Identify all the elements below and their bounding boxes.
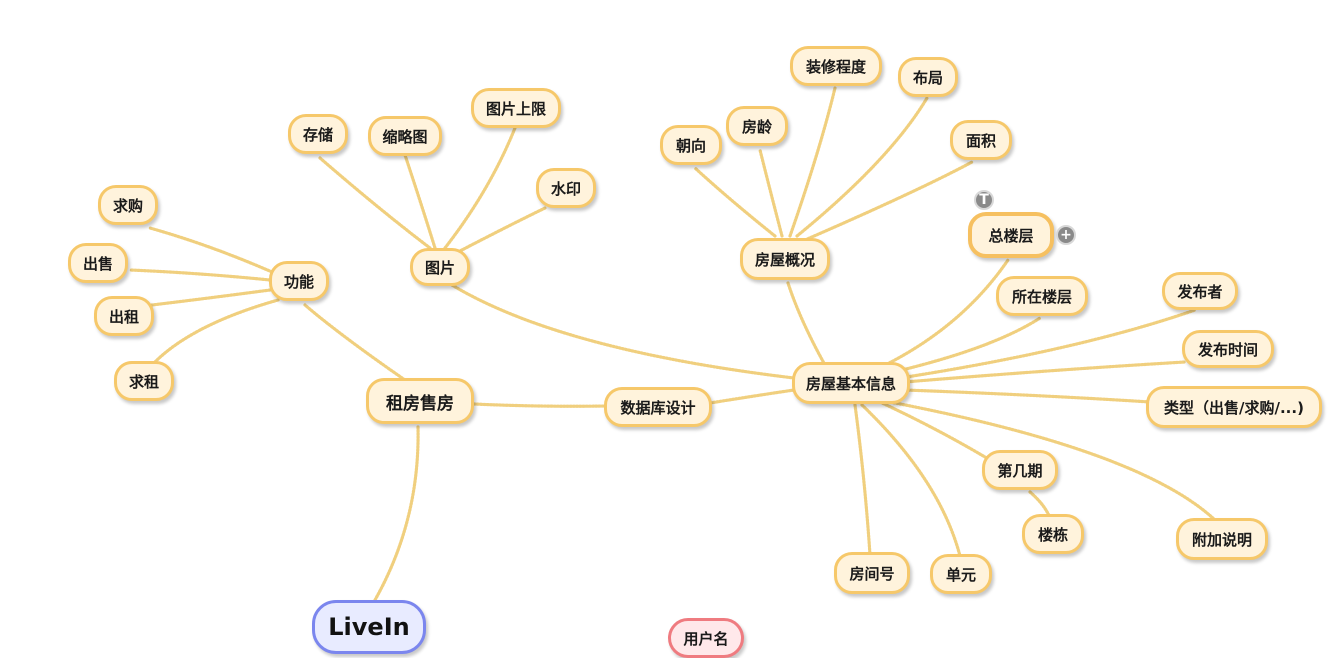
node-sell[interactable]: 出售	[68, 243, 128, 283]
collapse-icon[interactable]: T	[974, 190, 994, 210]
link-rent-sale-database	[472, 402, 608, 408]
node-watermark[interactable]: 水印	[536, 168, 596, 208]
link-basic-info-picture	[450, 283, 796, 380]
node-unit[interactable]: 单元	[930, 554, 992, 594]
node-decoration-level[interactable]: 装修程度	[790, 46, 882, 86]
link-basic-info-type	[903, 388, 1152, 404]
link-basic-info-room-number	[853, 403, 872, 557]
node-type[interactable]: 类型（出售/求购/...)	[1146, 386, 1322, 428]
link-rent-sale-function	[303, 303, 407, 382]
link-overview-decoration	[788, 86, 837, 238]
node-username[interactable]: 用户名	[668, 618, 744, 658]
link-picture-storage	[318, 156, 432, 250]
link-function-rent-out	[150, 288, 272, 307]
node-total-floors[interactable]: 总楼层	[968, 212, 1054, 258]
link-function-sell	[128, 268, 272, 282]
node-publish-time[interactable]: 发布时间	[1182, 330, 1274, 368]
node-thumbnail[interactable]: 缩略图	[368, 116, 442, 156]
link-basic-info-extra-notes	[888, 400, 1217, 522]
link-overview-orientation	[693, 166, 777, 238]
node-layout[interactable]: 布局	[898, 57, 958, 97]
link-database-basic-info	[708, 388, 796, 405]
node-phase[interactable]: 第几期	[982, 450, 1058, 490]
node-publisher[interactable]: 发布者	[1162, 272, 1238, 310]
node-building[interactable]: 楼栋	[1022, 514, 1084, 554]
node-picture[interactable]: 图片	[410, 248, 470, 286]
link-basic-info-publisher	[898, 308, 1197, 380]
node-buy-request[interactable]: 求购	[98, 185, 158, 225]
link-function-buy-request	[148, 226, 274, 274]
node-house-basic-info[interactable]: 房屋基本信息	[792, 362, 910, 404]
link-overview-layout	[795, 96, 929, 238]
link-picture-thumbnail	[403, 153, 437, 250]
link-overview-area	[803, 160, 974, 242]
node-rent-sale[interactable]: 租房售房	[366, 378, 474, 424]
link-basic-info-phase	[878, 400, 992, 462]
node-storage[interactable]: 存储	[288, 114, 348, 154]
link-function-rent-request	[150, 298, 280, 367]
node-function[interactable]: 功能	[269, 261, 329, 301]
node-floor[interactable]: 所在楼层	[996, 276, 1088, 316]
link-overview-house-age	[758, 148, 784, 238]
link-basic-info-unit	[860, 403, 962, 558]
link-picture-watermark	[456, 206, 547, 254]
node-rent-request[interactable]: 求租	[114, 361, 174, 401]
node-house-overview[interactable]: 房屋概况	[740, 238, 830, 280]
link-livein-rent-sale	[373, 425, 420, 602]
link-basic-info-overview	[786, 281, 827, 367]
add-icon[interactable]: +	[1056, 225, 1076, 245]
link-picture-picture-limit	[443, 126, 517, 250]
node-extra-notes[interactable]: 附加说明	[1176, 518, 1268, 560]
node-rent-out[interactable]: 出租	[94, 296, 154, 336]
node-room-number[interactable]: 房间号	[834, 552, 910, 594]
node-house-age[interactable]: 房龄	[726, 106, 788, 146]
node-area[interactable]: 面积	[950, 120, 1012, 160]
link-basic-info-total-floors	[873, 258, 1010, 372]
link-basic-info-publish-time	[903, 360, 1187, 384]
link-basic-info-floor	[883, 316, 1042, 376]
node-orientation[interactable]: 朝向	[660, 125, 722, 165]
node-database-design[interactable]: 数据库设计	[604, 387, 712, 427]
node-livein-root[interactable]: LiveIn	[312, 600, 426, 654]
node-picture-limit[interactable]: 图片上限	[471, 88, 561, 128]
